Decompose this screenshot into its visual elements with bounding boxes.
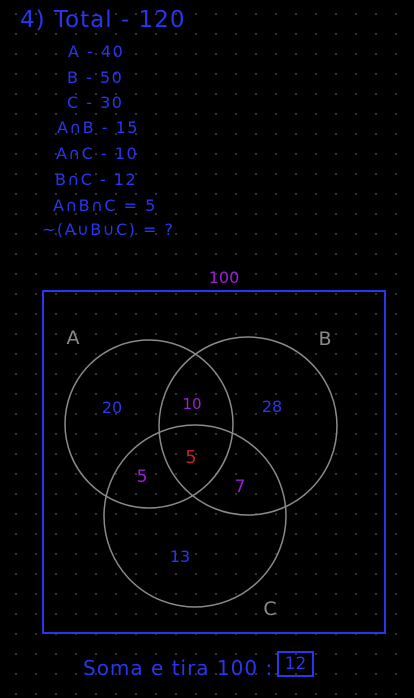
given-a-and-b: A∩B - 15 <box>57 118 139 137</box>
given-b: B - 50 <box>67 68 124 87</box>
region-a-b-c: 5 <box>185 447 196 468</box>
region-only-c: 13 <box>170 547 190 566</box>
answer-box: 12 <box>277 651 314 677</box>
circle-a <box>64 339 234 509</box>
given-a: A - 40 <box>68 42 125 61</box>
region-only-a: 20 <box>102 398 122 417</box>
set-label-c: C <box>263 598 276 620</box>
given-c: C - 30 <box>67 93 124 112</box>
region-only-b: 28 <box>262 397 282 416</box>
given-a-and-c: A∩C - 10 <box>56 144 139 163</box>
region-b-and-c: 7 <box>235 477 246 497</box>
universe-frame <box>42 290 386 634</box>
region-a-and-c: 5 <box>137 467 148 487</box>
circle-b <box>158 336 338 516</box>
universe-label: 100 <box>209 268 240 287</box>
footer-note: Soma e tira 100 : <box>83 656 274 680</box>
set-label-b: B <box>318 328 331 350</box>
region-a-and-b: 10 <box>182 395 201 413</box>
circle-c <box>103 424 287 608</box>
set-label-a: A <box>67 327 80 349</box>
given-question: ~(A∪B∪C) = ? <box>42 220 175 239</box>
given-a-b-c: A∩B∩C = 5 <box>53 196 157 215</box>
problem-title: 4) Total - 120 <box>20 7 186 33</box>
given-b-and-c: B∩C - 12 <box>55 170 138 189</box>
